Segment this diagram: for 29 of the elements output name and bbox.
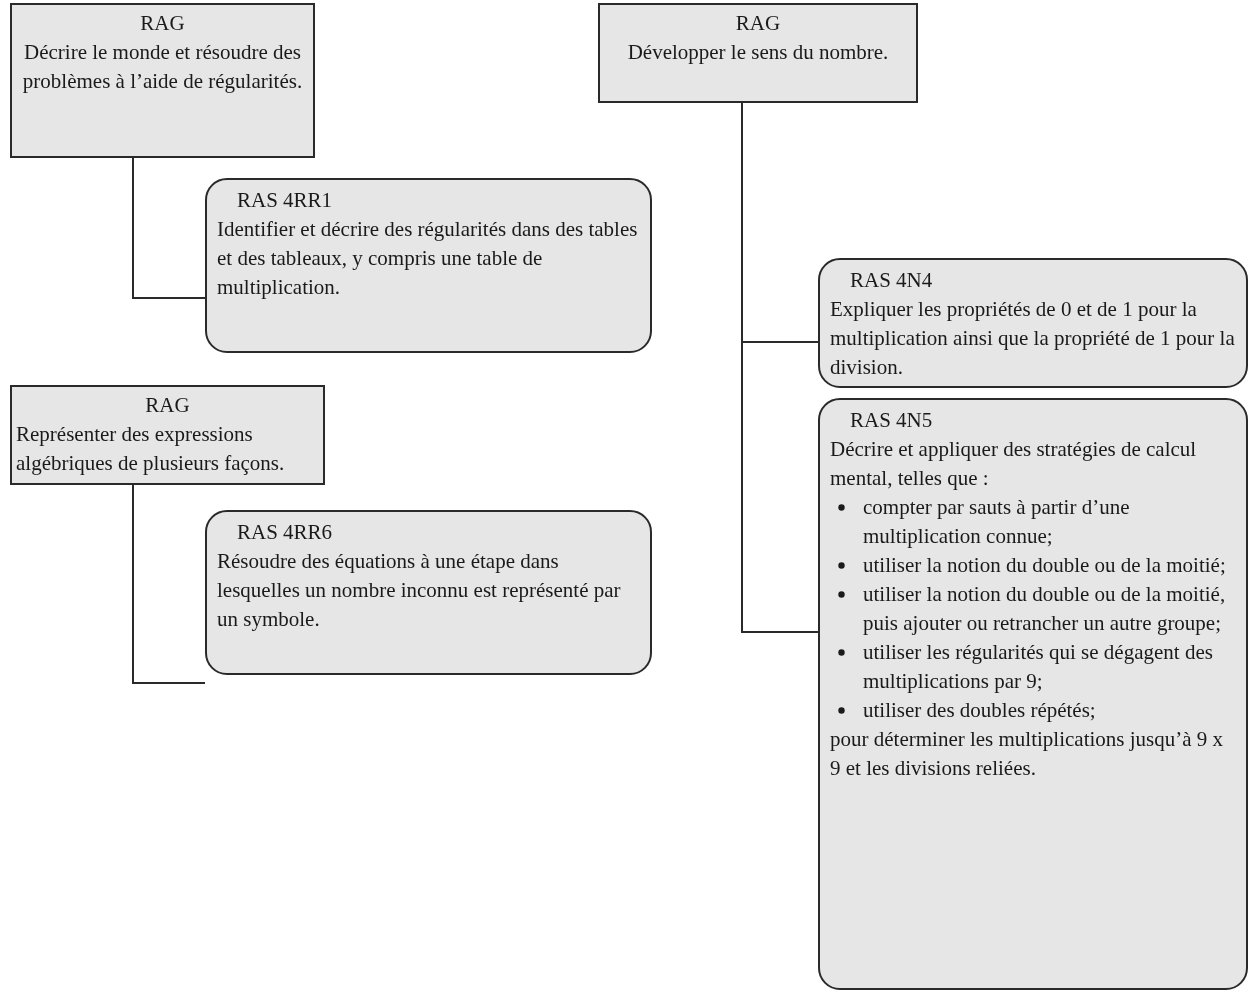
goal-box [10, 3, 315, 158]
outcome-box [818, 258, 1248, 388]
box-text: Expliquer les propriétés de 0 et de 1 pour la multiplication ainsi que la propriété de 1 pour la division. [830, 295, 1236, 381]
outcome-box [205, 510, 652, 675]
outcome-box [205, 178, 652, 353]
connector-line [132, 157, 206, 299]
bullet-item: utiliser la notion du double ou de la moitié, puis ajouter ou retrancher un autre groupe; [863, 580, 1227, 637]
box-text: Décrire le monde et résoudre des problèmes à l’aide de régularités. [21, 38, 304, 95]
box-text: Représenter des expressions algébriques de plusieurs façons. [16, 420, 286, 477]
bullet-item: utiliser les régularités qui se dégagent des multiplications par 9; [863, 638, 1214, 695]
goal-box [598, 3, 918, 103]
box-heading: RAS 4RR1 [236, 187, 334, 214]
box-heading: RAS 4N5 [849, 407, 934, 434]
bullet-item: compter par sauts à partir d’une multiplication connue; [863, 493, 1131, 550]
box-heading: RAS 4N4 [849, 267, 934, 294]
goal-box [10, 385, 325, 485]
connector-line [132, 484, 206, 684]
outcome-box [818, 398, 1248, 990]
box-text: Développer le sens du nombre. [626, 38, 890, 66]
box-text: pour déterminer les multiplications jusqu’à 9 x 9 et les divisions reliées. [830, 725, 1225, 782]
box-heading: RAG [144, 392, 191, 419]
box-heading: RAG [734, 10, 782, 37]
box-heading: RAS 4RR6 [236, 519, 334, 546]
bullet-item: utiliser des doubles répétés; [863, 696, 1096, 724]
box-text: Résoudre des équations à une étape dans lesquelles un nombre inconnu est représenté par un symbole. [217, 547, 622, 633]
box-text: Décrire et appliquer des stratégies de calcul mental, telles que : [830, 435, 1198, 492]
box-text: Identifier et décrire des régularités dans des tables et des tableaux, y compris une table de multiplication. [217, 215, 639, 301]
box-heading: RAG [139, 10, 186, 37]
bullet-item: utiliser la notion du double ou de la moitié; [863, 551, 1226, 579]
